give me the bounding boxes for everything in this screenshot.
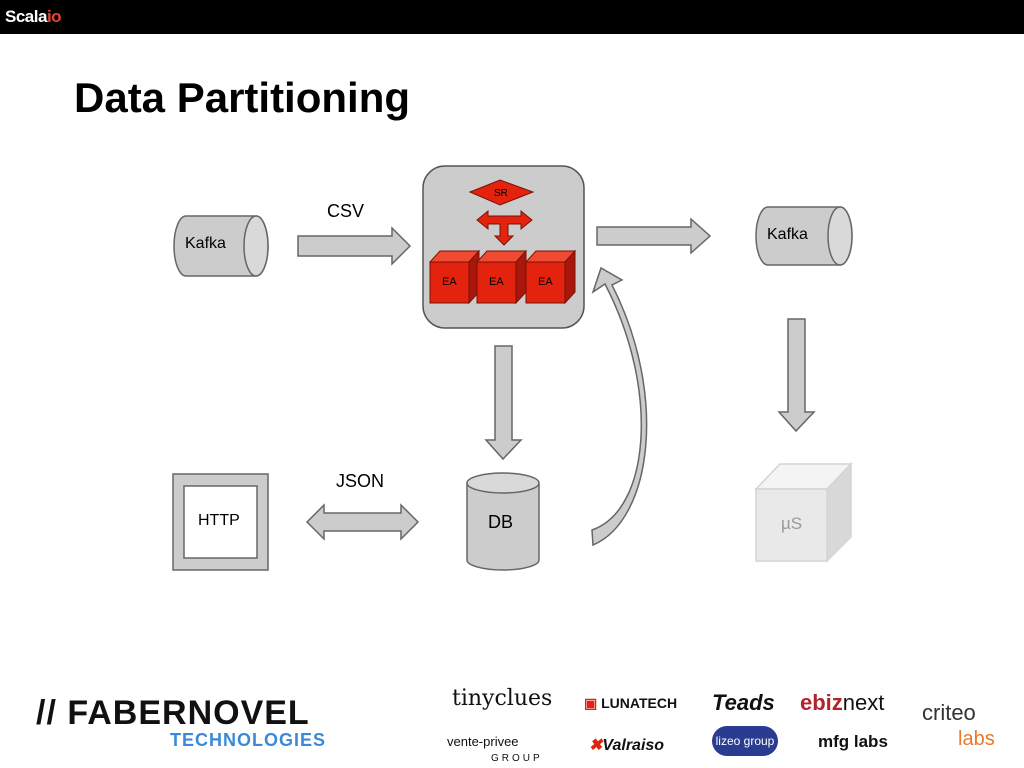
lizeo-logo: lizeo group: [712, 726, 778, 756]
criteo-logo: criteo: [922, 700, 976, 725]
architecture-diagram: Kafka CSV SR EA EA: [172, 165, 853, 571]
micro-service-cube: µS: [754, 462, 853, 563]
page-title: Data Partitioning: [74, 74, 411, 121]
lunatech-logo: ▣ LUNATECH: [584, 695, 678, 711]
processing-cluster: SR EA EA EA: [422, 165, 585, 329]
sponsor-logos: // FABERNOVEL TECHNOLOGIES tinyclues ven…: [0, 680, 1024, 768]
ea-label-1: EA: [442, 276, 457, 288]
valraiso-logo: ✖Valraiso: [589, 737, 665, 754]
ea-cube-2: EA: [475, 249, 528, 305]
csv-label: CSV: [327, 201, 364, 221]
teads-logo: Teads: [712, 690, 775, 715]
ebiznext-logo: ebiznext: [800, 690, 885, 715]
vente-privee-logo: vente-privee GROUP: [447, 734, 543, 764]
database-cylinder: DB: [466, 472, 540, 571]
tinyclues-logo: tinyclues: [452, 686, 553, 711]
mfglabs-logo: mfg labs: [818, 732, 888, 751]
json-double-arrow: JSON: [305, 471, 420, 541]
kafka-output-label: Kafka: [767, 226, 808, 243]
ea-cube-3: EA: [524, 249, 577, 305]
top-bar: Scalaio: [0, 0, 1024, 34]
ea-cube-1: EA: [428, 249, 481, 305]
micro-service-label: µS: [781, 514, 802, 533]
json-label: JSON: [336, 471, 384, 491]
ea-label-2: EA: [489, 276, 504, 288]
scalaio-logo: Scalaio: [5, 7, 62, 26]
sr-node: [468, 179, 535, 206]
criteo-labs-text: labs: [958, 728, 995, 750]
kafka-to-service-arrow: [777, 318, 816, 433]
sr-label: SR: [494, 188, 508, 199]
kafka-output-cylinder: Kafka: [755, 206, 853, 266]
fabernovel-technologies-text: TECHNOLOGIES: [170, 730, 327, 750]
db-label: DB: [488, 512, 513, 532]
http-client-box: HTTP: [172, 473, 269, 571]
http-label: HTTP: [198, 512, 240, 529]
kafka-input-cylinder: Kafka: [173, 215, 269, 277]
csv-arrow: CSV: [297, 201, 412, 266]
output-arrow: [596, 217, 712, 255]
kafka-input-label: Kafka: [185, 235, 226, 252]
fabernovel-logo: // FABERNOVEL: [36, 694, 310, 732]
db-feedback-arrow: [591, 266, 648, 547]
routing-arrow-icon: [476, 209, 533, 246]
ea-label-3: EA: [538, 276, 553, 288]
processing-to-db-arrow: [484, 345, 523, 461]
